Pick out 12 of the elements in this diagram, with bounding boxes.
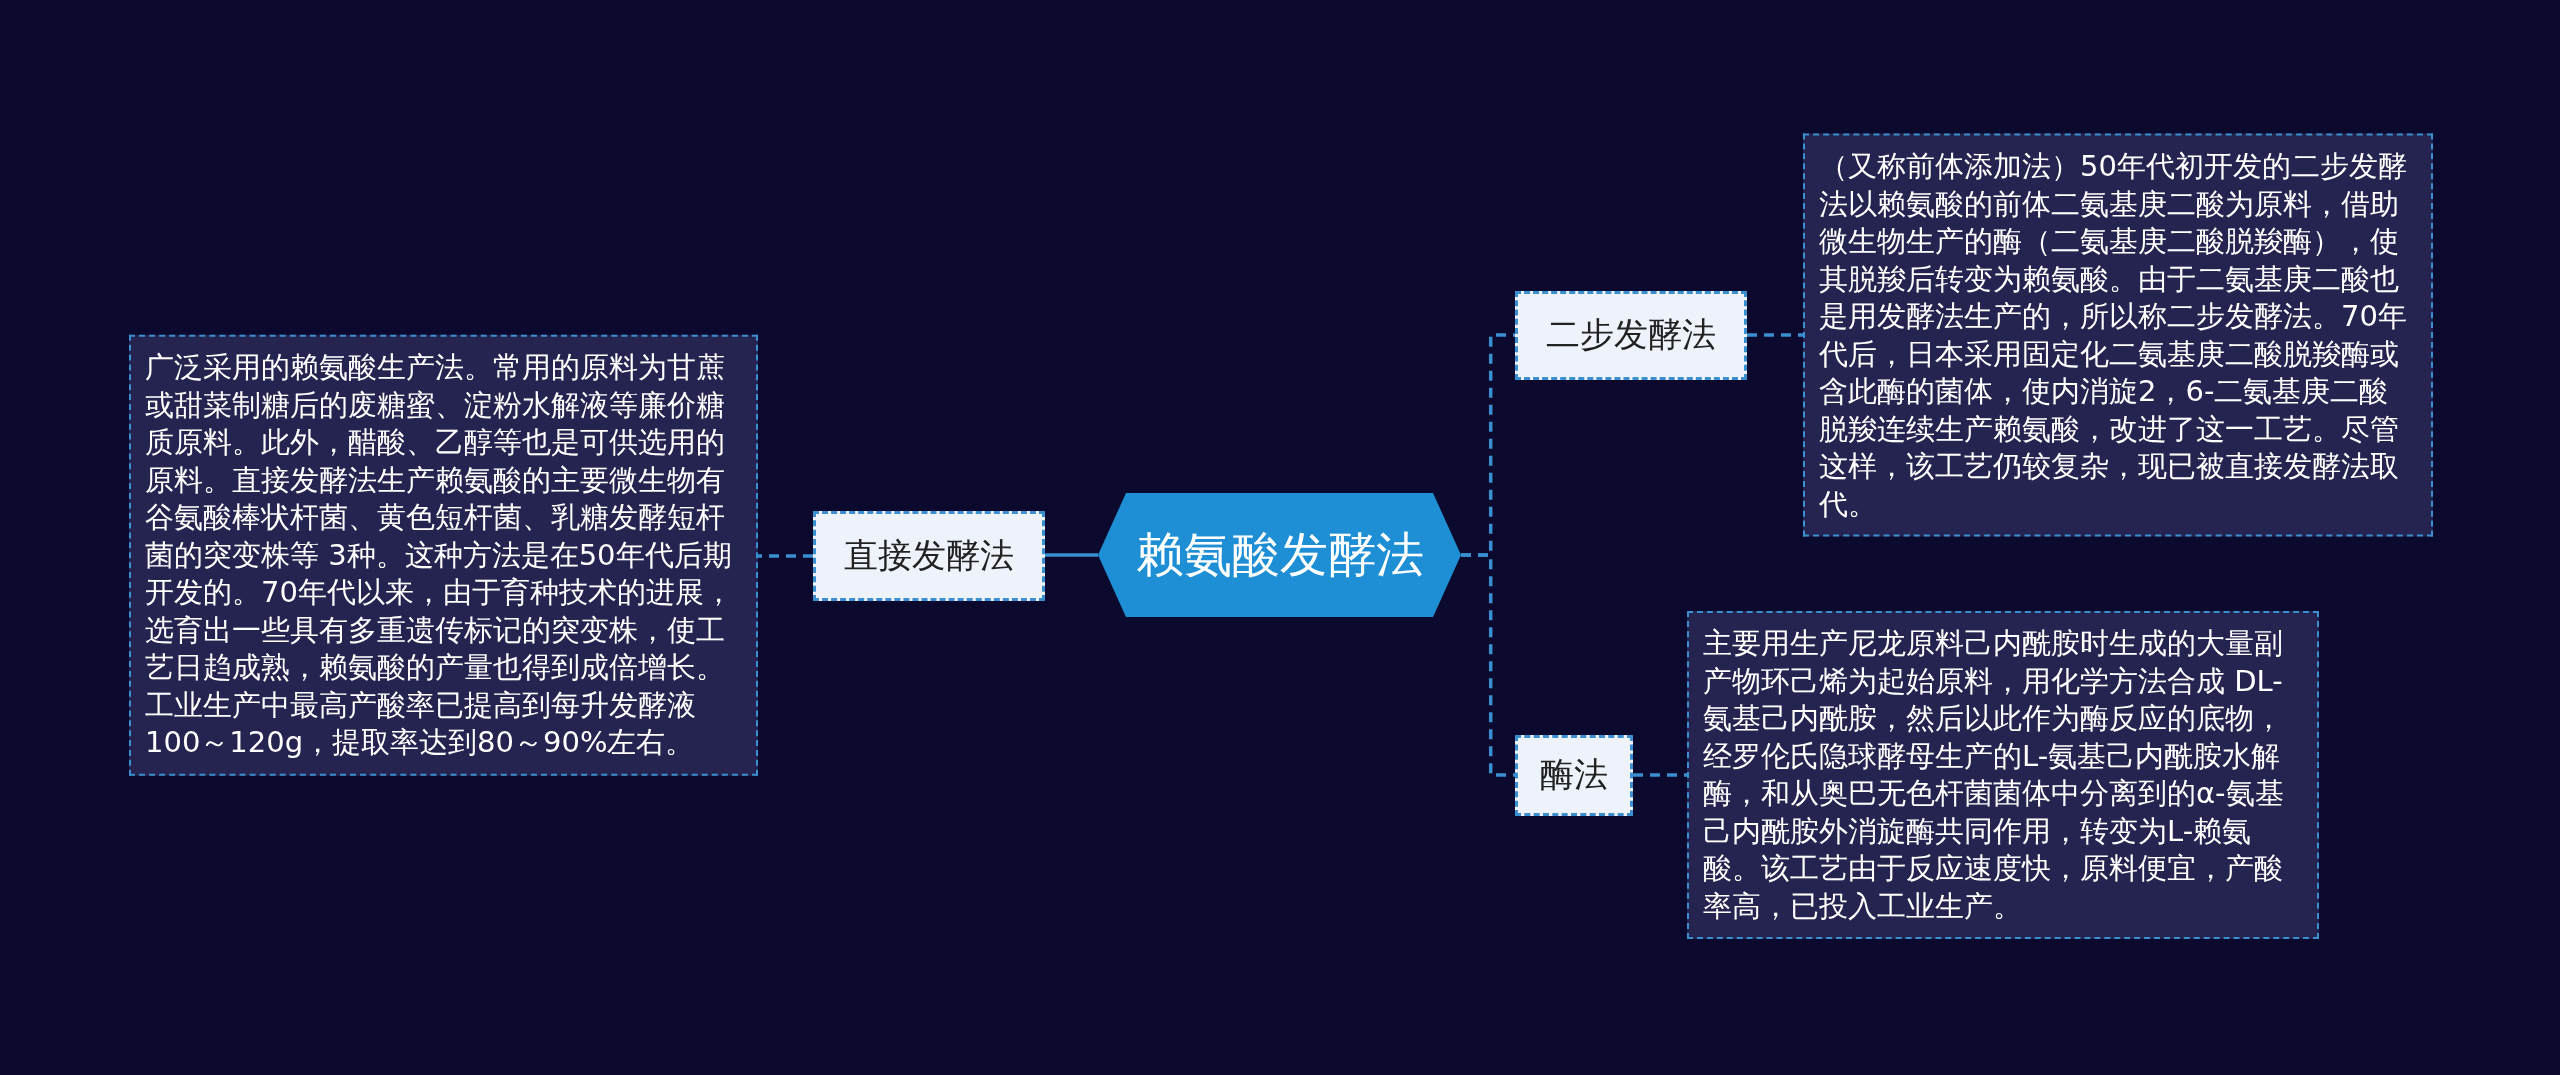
- topic-box: 二步发酵法: [1515, 290, 1747, 380]
- description-box: 广泛采用的赖氨酸生产法。常用的原料为甘蔗或甜菜制糖后的废糖蜜、淀粉水解液等廉价糖质原料。此外，醋酸、乙醇等也是可供选用的原料。直接发酵法生产赖氨酸的主要微生物有谷氨酸棒状杆菌、黄色短杆菌、乳糖发酵短杆菌的突变株等 3种。这种方法是在50年代后期开发的。70年代以来，由于育种技术的进展，选育出一些具有多重遗传标记的突变株，使工艺日趋成熟，赖氨酸的产量也得到成倍增长。工业生产中最高产酸率已提高到每升发酵液100～120g，提取率达到80～90%左右。: [129, 334, 758, 776]
- connector-line: [1633, 773, 1687, 777]
- topic-box: 酶法: [1515, 734, 1633, 816]
- connector-line: [1461, 553, 1515, 777]
- connector-line: [1747, 333, 1803, 337]
- topic-box: 直接发酵法: [813, 511, 1045, 601]
- description-box: 主要用生产尼龙原料己内酰胺时生成的大量副产物环己烯为起始原料，用化学方法合成 DL-氨基己内酰胺，然后以此作为酶反应的底物，经罗伦氏隐球酵母生产的L-氨基己内酰胺水解酶，和从奥巴无色杆菌菌体中分离到的α-氨基己内酰胺外消旋酶共同作用，转变为L-赖氨酸。该工艺由于反应速度快，原料便宜，产酸率高，已投入工业生产。: [1687, 611, 2319, 939]
- description-box: （又称前体添加法）50年代初开发的二步发酵法以赖氨酸的前体二氨基庚二酸为原料，借助微生物生产的酶（二氨基庚二酸脱羧酶），使其脱羧后转变为赖氨酸。由于二氨基庚二酸也是用发酵法生产的，所以称二步发酵法。70年代后，日本采用固定化二氨基庚二酸脱羧酶或含此酶的菌体，使内消旋2，6-二氨基庚二酸脱羧连续生产赖氨酸，改进了这一工艺。尽管这样，该工艺仍较复杂，现已被直接发酵法取代。: [1803, 133, 2433, 537]
- connector-line: [1045, 553, 1098, 557]
- central-topic: 赖氨酸发酵法: [1098, 493, 1461, 617]
- connector-line: [758, 554, 813, 558]
